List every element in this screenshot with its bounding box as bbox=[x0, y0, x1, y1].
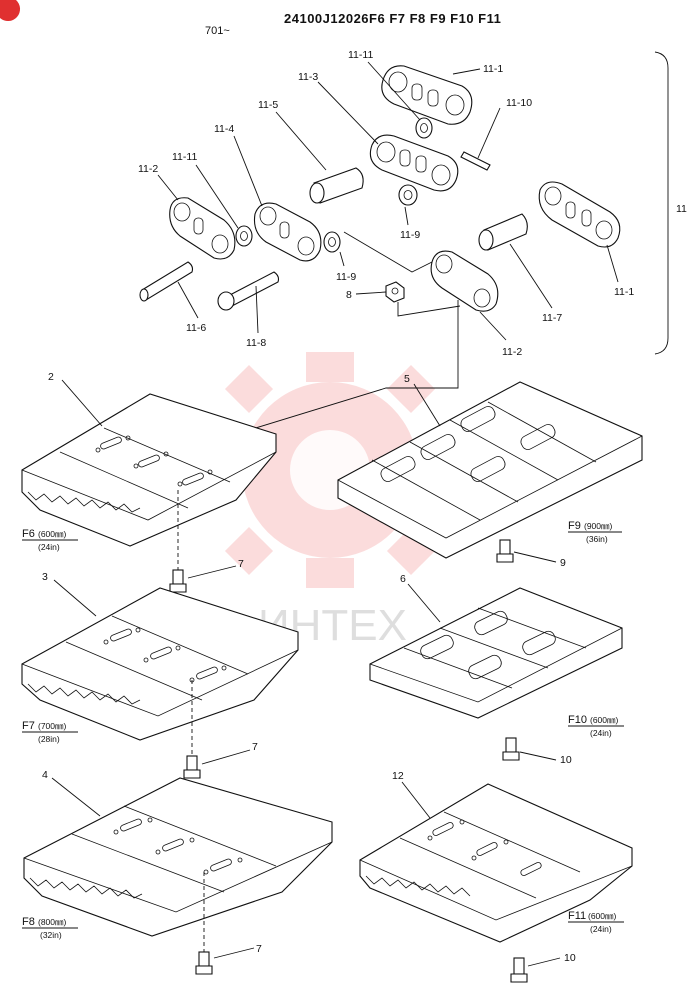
washer-11-11-left bbox=[235, 225, 253, 247]
corner-tab bbox=[0, 0, 21, 22]
caption-f9-name: F9 bbox=[568, 520, 581, 532]
caption-f6-width: (600㎜) bbox=[38, 529, 67, 539]
callout-11-11a: 11-11 bbox=[348, 49, 373, 61]
callout-4: 4 bbox=[42, 769, 48, 781]
washer-11-9 bbox=[398, 184, 418, 206]
callout-11-10: 11-10 bbox=[506, 97, 532, 109]
caption-f8-name: F8 bbox=[22, 916, 35, 928]
callout-11-2b: 11-2 bbox=[502, 346, 522, 358]
shoe-plate-f10 bbox=[369, 587, 623, 719]
bushing-11-5 bbox=[309, 167, 364, 204]
leader-6 bbox=[407, 583, 441, 623]
caption-f6-inch: (24in) bbox=[38, 542, 60, 552]
caption-f9-width: (900㎜) bbox=[584, 521, 613, 531]
callout-7a: 7 bbox=[238, 558, 244, 570]
callout-9: 9 bbox=[560, 557, 566, 569]
bolt-10-f11 bbox=[510, 957, 528, 983]
caption-f10-width: (600㎜) bbox=[590, 715, 619, 725]
caption-f10-name: F10 bbox=[568, 714, 587, 726]
callout-11-9b: 11-9 bbox=[336, 271, 356, 283]
callout-11-4: 11-4 bbox=[214, 123, 234, 135]
caption-f8-width: (800㎜) bbox=[38, 917, 67, 927]
pin-11-8 bbox=[217, 271, 280, 311]
nut-8 bbox=[385, 281, 405, 303]
leader-2 bbox=[61, 379, 103, 427]
leader-3 bbox=[53, 579, 97, 617]
callout-11-1b: 11-1 bbox=[614, 286, 634, 298]
bolt-7-f8 bbox=[195, 951, 213, 975]
callout-11-9a: 11-9 bbox=[400, 229, 420, 241]
link-11-1-right bbox=[538, 181, 621, 248]
callout-11-6: 11-6 bbox=[186, 322, 206, 334]
callout-10a: 10 bbox=[560, 754, 572, 766]
bolt-7-f6 bbox=[169, 569, 187, 593]
group-bracket bbox=[654, 51, 669, 355]
pin-11-10 bbox=[460, 151, 491, 171]
callout-11: 11 bbox=[676, 203, 687, 215]
shoe-plate-f9 bbox=[337, 381, 643, 559]
callout-7b: 7 bbox=[252, 741, 258, 753]
callout-11-3: 11-3 bbox=[298, 71, 318, 83]
bushing-11-7 bbox=[478, 213, 528, 251]
start-serial: 701~ bbox=[205, 25, 230, 37]
callout-10b: 10 bbox=[564, 952, 576, 964]
caption-f9-inch: (36in) bbox=[586, 534, 608, 544]
washer-11-9-mid bbox=[323, 231, 341, 253]
caption-f7-inch: (28in) bbox=[38, 734, 60, 744]
callout-11-7: 11-7 bbox=[542, 312, 562, 324]
link-11-1-top bbox=[381, 65, 473, 125]
link-11-4 bbox=[253, 202, 322, 262]
leader-5 bbox=[413, 383, 441, 427]
link-leaders bbox=[157, 61, 619, 435]
caption-f11-inch: (24in) bbox=[590, 924, 612, 934]
shoe-plate-f11 bbox=[359, 783, 633, 943]
callout-11-5: 11-5 bbox=[258, 99, 278, 111]
callout-11-8: 11-8 bbox=[246, 337, 266, 349]
shoe-plate-f8 bbox=[23, 777, 333, 937]
link-11-3 bbox=[369, 134, 459, 192]
shoe-plate-f6 bbox=[21, 393, 277, 547]
callout-11-2a: 11-2 bbox=[138, 163, 158, 175]
callout-11-11b: 11-11 bbox=[172, 151, 197, 163]
caption-f11-width: (600㎜) bbox=[588, 911, 617, 921]
callout-5: 5 bbox=[404, 373, 410, 385]
callout-11-1a: 11-1 bbox=[483, 63, 503, 75]
pin-11-6 bbox=[139, 261, 194, 302]
link-11-2-left bbox=[169, 197, 236, 260]
shoe-plate-f7 bbox=[21, 587, 299, 741]
bolt-7-f7 bbox=[183, 755, 201, 779]
leader-12 bbox=[401, 781, 431, 819]
callout-7c: 7 bbox=[256, 943, 262, 955]
callout-6: 6 bbox=[400, 573, 406, 585]
caption-f10-inch: (24in) bbox=[590, 728, 612, 738]
callout-8: 8 bbox=[346, 289, 352, 301]
caption-f11-name: F11 bbox=[568, 910, 586, 922]
bolt-10-f10 bbox=[502, 737, 520, 761]
caption-f8-inch: (32in) bbox=[40, 930, 62, 940]
caption-f7-width: (700㎜) bbox=[38, 721, 67, 731]
serial-range-title: 24100J12026F6 F7 F8 F9 F10 F11 bbox=[284, 11, 501, 26]
caption-f6-name: F6 bbox=[22, 528, 35, 540]
callout-2: 2 bbox=[48, 371, 54, 383]
bolt-9-f9 bbox=[496, 539, 514, 563]
callout-12: 12 bbox=[392, 770, 404, 782]
washer-11-11-top bbox=[415, 117, 433, 139]
link-11-2-right bbox=[430, 250, 499, 312]
caption-f7-name: F7 bbox=[22, 720, 35, 732]
callout-3: 3 bbox=[42, 571, 48, 583]
leader-4 bbox=[51, 777, 101, 817]
